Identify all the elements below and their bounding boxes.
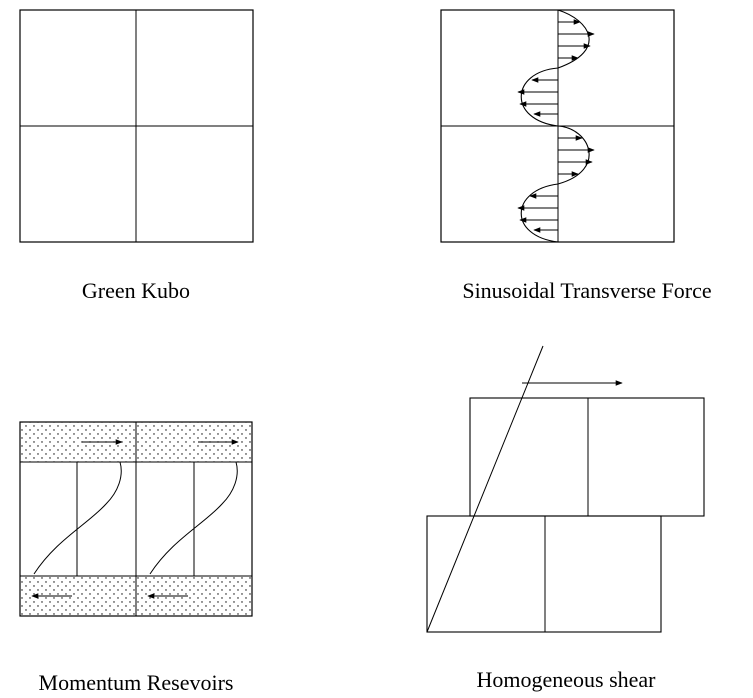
sinusoidal-panel: Sinusoidal Transverse Force [440,9,712,303]
sine-wave-curve [520,9,590,243]
sinusoidal-caption: Sinusoidal Transverse Force [462,278,711,303]
shear-panel: Homogeneous shear [426,345,705,692]
green-kubo-panel: Green Kubo [19,9,254,303]
velocity-profile-right [149,461,238,575]
shear-caption: Homogeneous shear [476,667,656,692]
shear-line [426,345,544,633]
green-kubo-caption: Green Kubo [82,278,190,303]
velocity-profile-left [33,461,122,575]
momentum-panel: Momentum Resevoirs [19,421,253,695]
reservoir-arrows [31,439,239,599]
force-arrows [517,19,595,233]
momentum-caption: Momentum Resevoirs [39,670,234,695]
